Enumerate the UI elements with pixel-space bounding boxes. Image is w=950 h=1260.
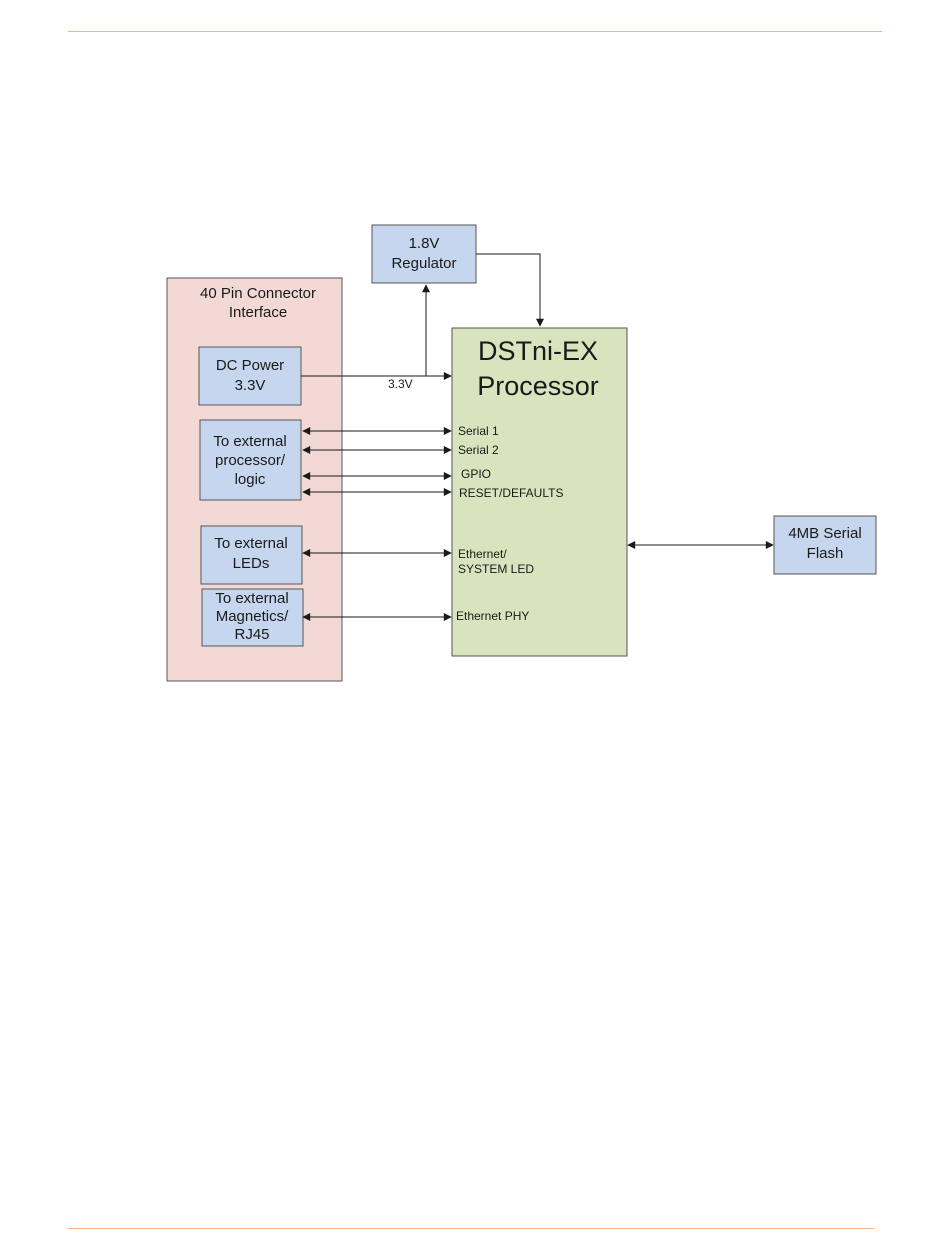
processor-line-2: Processor: [477, 371, 599, 401]
ethernet-led-label-2: SYSTEM LED: [458, 562, 534, 576]
reset-label: RESET/DEFAULTS: [459, 486, 563, 500]
ext-magnetics-line-3: RJ45: [234, 626, 269, 643]
dc-power-box: [199, 347, 301, 405]
serial-flash-line-1: 4MB Serial: [788, 525, 861, 542]
ext-magnetics-line-1: To external: [215, 590, 288, 607]
regulator-box: [372, 225, 476, 283]
dc-power-line-1: DC Power: [216, 357, 284, 374]
gpio-label: GPIO: [461, 467, 491, 481]
ext-leds-line-1: To external: [214, 535, 287, 552]
regulator-to-processor-arrow: [476, 254, 540, 326]
ext-leds-line-2: LEDs: [233, 555, 270, 572]
ext-processor-line-3: logic: [235, 471, 266, 488]
dc-power-line-2: 3.3V: [235, 377, 266, 394]
ethernet-phy-label: Ethernet PHY: [456, 609, 529, 623]
serial1-label: Serial 1: [458, 424, 499, 438]
voltage-label: 3.3V: [388, 377, 413, 391]
regulator-line-2: Regulator: [391, 255, 456, 272]
serial-flash-line-2: Flash: [807, 545, 844, 562]
connector-title-line-1: 40 Pin Connector: [200, 285, 316, 302]
ext-magnetics-line-2: Magnetics/: [216, 608, 289, 625]
regulator-line-1: 1.8V: [409, 235, 440, 252]
processor-line-1: DSTni-EX: [478, 336, 598, 366]
ext-processor-line-1: To external: [213, 433, 286, 450]
ethernet-led-label-1: Ethernet/: [458, 547, 507, 561]
ext-processor-line-2: processor/: [215, 452, 286, 469]
serial2-label: Serial 2: [458, 443, 499, 457]
connector-title-line-2: Interface: [229, 304, 287, 321]
